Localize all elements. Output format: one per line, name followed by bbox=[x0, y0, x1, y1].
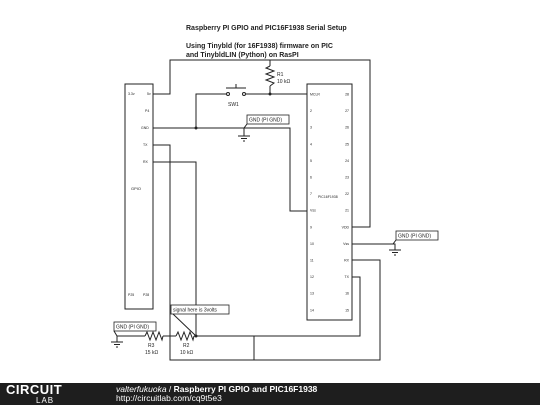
logo-top: CIRCUIT bbox=[6, 382, 63, 397]
pic-left-pin-4: 4 bbox=[310, 142, 312, 146]
schematic-canvas: Raspberry PI GPIO and PIC16F1938 Serial … bbox=[111, 25, 439, 361]
resistor-r1 bbox=[264, 65, 276, 87]
resistor-r2 bbox=[175, 330, 195, 342]
pic-left-pin-10: 10 bbox=[310, 242, 314, 246]
r2-name: R2 bbox=[183, 343, 190, 349]
pic-right-pin-27: 27 bbox=[345, 109, 349, 113]
pic-left-pin-7: 7 bbox=[310, 192, 312, 196]
r3-name: R3 bbox=[148, 343, 155, 349]
ground-symbol-1 bbox=[238, 135, 250, 142]
pic-right-pin-22: 22 bbox=[345, 192, 349, 196]
pic-left-pin-11: 11 bbox=[310, 259, 314, 263]
pic-left-pin-1: MCLR bbox=[310, 93, 320, 97]
diagram-title: Raspberry PI GPIO and PIC16F1938 Serial … bbox=[186, 25, 347, 32]
gnd-tag-1: GND (PI GND) bbox=[243, 114, 290, 129]
pic-right-pin-19: Vss bbox=[343, 242, 349, 246]
pic-right-pin-25: 25 bbox=[345, 142, 349, 146]
r1-value: 10 kΩ bbox=[277, 79, 290, 85]
pi-pin-p25: P25 bbox=[128, 293, 134, 297]
resistor-r3 bbox=[144, 330, 164, 342]
r3-value: 15 kΩ bbox=[145, 350, 158, 356]
pic-left-pin-14: 14 bbox=[310, 308, 314, 312]
footer-bar: CIRCUIT LAB valterfukuoka / Raspberry PI… bbox=[0, 383, 540, 405]
pic-right-pin-26: 26 bbox=[345, 126, 349, 130]
wires bbox=[116, 59, 396, 361]
r2-value: 10 kΩ bbox=[180, 350, 193, 356]
pic-left-pin-12: 12 bbox=[310, 275, 314, 279]
pic-right-pin-18: RX bbox=[344, 259, 350, 263]
junctions bbox=[194, 92, 272, 338]
pic-right-pin-23: 23 bbox=[345, 176, 349, 180]
footer-url[interactable]: http://circuitlab.com/cq9t5e3 bbox=[116, 393, 222, 403]
pic-chip-name: PIC16F1938 bbox=[318, 195, 338, 199]
wire-sw1-gnd bbox=[195, 93, 226, 128]
pic-right-pin-15: 15 bbox=[345, 308, 349, 312]
footer-separator: / bbox=[166, 384, 174, 394]
switch-sw1 bbox=[226, 84, 246, 96]
sw1-label: SW1 bbox=[228, 102, 239, 108]
gnd-tag-2-text: GND (PI GND) bbox=[398, 234, 431, 240]
junction-mclr bbox=[268, 92, 272, 96]
pic-left-pin-8: Vss bbox=[310, 209, 316, 213]
pic-left-pin-5: 5 bbox=[310, 159, 312, 163]
gnd-tag-1-text: GND (PI GND) bbox=[249, 118, 282, 124]
ground-symbol-2 bbox=[389, 249, 401, 256]
footer-project[interactable]: Raspberry PI GPIO and PIC16F1938 bbox=[173, 384, 318, 394]
pi-pin-5v: 5v bbox=[147, 92, 151, 96]
wire-vss-gnd bbox=[352, 243, 396, 250]
wire-rx-divider bbox=[153, 161, 197, 336]
footer-author[interactable]: valterfukuoka bbox=[116, 384, 167, 394]
note-tag: signal here is 3volts bbox=[170, 304, 230, 337]
pic-left-pin-9: 9 bbox=[310, 225, 312, 229]
junction-gnd bbox=[194, 126, 198, 130]
circuitlab-logo[interactable]: CIRCUIT LAB bbox=[6, 382, 63, 406]
pic-left-pin-3: 3 bbox=[310, 126, 312, 130]
pi-pin-labels: 3.3v 5v P4 GND TX RX P25 P28 bbox=[128, 92, 151, 297]
pi-pin-rx: RX bbox=[143, 160, 149, 164]
wire-tx-rx bbox=[153, 144, 381, 361]
pic-left-pin-2: 2 bbox=[310, 109, 312, 113]
logo-bottom: LAB bbox=[36, 396, 55, 405]
pi-header-box bbox=[124, 83, 154, 310]
gnd-tag-3-text: GND (PI GND) bbox=[116, 325, 149, 331]
gnd-tag-3: GND (PI GND) bbox=[113, 321, 157, 337]
pi-pin-p4: P4 bbox=[145, 109, 149, 113]
ground-symbol-3 bbox=[111, 341, 123, 348]
pi-pin-3v3: 3.3v bbox=[128, 92, 135, 96]
pi-header-name: GPIO bbox=[131, 186, 141, 191]
pic-right-pin-17: TX bbox=[345, 275, 350, 279]
diagram-subtitle-2: and TinybldLIN (Python) on RasPI bbox=[186, 52, 299, 59]
pic-left-pin-13: 13 bbox=[310, 292, 314, 296]
pic-right-pin-16: 16 bbox=[345, 292, 349, 296]
wire-pic-tx bbox=[254, 276, 361, 337]
pi-pin-tx: TX bbox=[143, 143, 148, 147]
pic-right-pin-24: 24 bbox=[345, 159, 349, 163]
pic-right-pin-20: VDD bbox=[342, 225, 350, 229]
pic-right-pin-21: 21 bbox=[345, 209, 349, 213]
gnd-tag-2: GND (PI GND) bbox=[392, 230, 439, 245]
footer-text: valterfukuoka / Raspberry PI GPIO and PI… bbox=[116, 385, 317, 403]
diagram-subtitle-1: Using Tinybld (for 16F1938) firmware on … bbox=[186, 43, 333, 50]
pic-right-pin-28: 28 bbox=[345, 93, 349, 97]
note-text: signal here is 3volts bbox=[173, 308, 217, 314]
pic-chip-box bbox=[306, 83, 353, 321]
pic-left-pin-6: 6 bbox=[310, 176, 312, 180]
pi-pin-gnd: GND bbox=[141, 126, 149, 130]
wire-gnd-vss bbox=[153, 127, 307, 212]
pi-pin-p28: P28 bbox=[143, 293, 149, 297]
r1-name: R1 bbox=[277, 72, 284, 78]
